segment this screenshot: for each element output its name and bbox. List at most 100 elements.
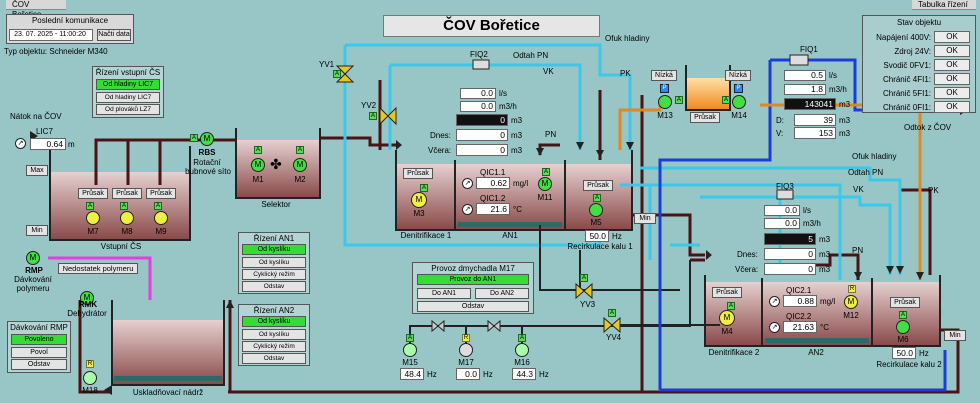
- an1-stop-button[interactable]: Odstav: [242, 281, 306, 292]
- fiq2-rate-unit: l/s: [499, 89, 507, 98]
- valve-yv4[interactable]: [603, 316, 621, 334]
- pump-icon-m8[interactable]: [120, 211, 134, 225]
- fiq1-rate2-unit: m3/h: [829, 85, 847, 94]
- an2-stop-button[interactable]: Odstav: [242, 353, 306, 364]
- pump-icon-m7[interactable]: [86, 211, 100, 225]
- an1-control-active: Od kyslíku: [242, 244, 306, 255]
- status-label-power: Napájení 400V:: [876, 33, 931, 42]
- pump-m5-icon[interactable]: [589, 203, 603, 217]
- ack-m1: A: [254, 146, 262, 154]
- an1-control-panel: Řízení AN1 Od kyslíku Od kyslíku Cyklick…: [238, 232, 310, 294]
- inflow-label: Nátok na ČOV: [10, 112, 62, 121]
- status-label-0fi1: Chránič 0FI1:: [882, 103, 931, 112]
- selector-label-m2: M2: [294, 175, 306, 184]
- recirc1-label: Recirkulace kalu 1: [567, 242, 633, 251]
- fiq3-rate-unit: l/s: [803, 206, 811, 215]
- qic22-unit: °C: [820, 323, 829, 332]
- dosing-stop-button[interactable]: Odstav: [11, 359, 67, 370]
- mixer-m3-icon[interactable]: M: [411, 192, 427, 208]
- fiq1-name: FIQ1: [800, 45, 818, 54]
- top-tab-main[interactable]: ČOV Bořetice: [6, 0, 66, 19]
- qic12-gauge-icon: ↗: [462, 204, 473, 215]
- aerator-m12-icon[interactable]: M: [844, 295, 858, 309]
- fiq3-meter: [776, 189, 794, 200]
- vk-1-label: VK: [543, 67, 554, 76]
- dosing-panel: Dávkování RMP Povoleno Povol Odstav: [7, 321, 71, 373]
- fiq1-v: 153: [794, 127, 836, 139]
- qic11-value: 0.62: [476, 177, 510, 189]
- control-inlet-level-button[interactable]: Od hladiny LIC7: [96, 92, 160, 103]
- top-tab-control-table[interactable]: Tabulka řízení: [912, 0, 976, 10]
- fiq1-total-unit: m3: [839, 100, 851, 109]
- rmp-motor-icon[interactable]: M: [26, 251, 40, 265]
- line2-tank: [704, 275, 941, 347]
- ack-m11: A: [542, 168, 550, 176]
- an1-cyclic-button[interactable]: Cyklický režim: [242, 269, 306, 280]
- pump-m6-icon[interactable]: [896, 320, 910, 334]
- pk-1-label: PK: [620, 69, 631, 78]
- polymer-alarm: Nedostatek polymeru: [58, 263, 138, 274]
- rbs-motor-icon[interactable]: M: [200, 132, 214, 146]
- blower-stop-button[interactable]: Odstav: [417, 301, 529, 312]
- blower-to-an2-button[interactable]: Do AN2: [475, 288, 529, 299]
- line1-min-indicator: Min: [634, 213, 656, 224]
- qic21-value: 0.88: [783, 295, 817, 307]
- status-panel: Stav objektu Napájení 400V: OK Zdroj 24V…: [862, 15, 976, 113]
- blower-icon-m15[interactable]: [403, 343, 417, 357]
- rmk-motor-icon[interactable]: M: [80, 291, 94, 305]
- vk-2-label: VK: [853, 185, 864, 194]
- line2-yesterday-label: Včera:: [735, 265, 759, 274]
- pump-icon-m9[interactable]: [154, 211, 168, 225]
- blower-freq-m15: 48.4: [400, 368, 424, 380]
- aerator-m11-icon[interactable]: M: [538, 177, 552, 191]
- pump-icon-m18[interactable]: [83, 371, 97, 385]
- qic22-name: QIC2.2: [786, 312, 812, 321]
- status-label-svodic: Svodič 0FV1:: [883, 61, 931, 70]
- an2-control-panel: Řízení AN2 Od kyslíku Od kyslíku Cyklick…: [238, 304, 310, 366]
- blower-icon-m17[interactable]: [459, 343, 473, 357]
- odtah-pn-2-label: Odtah PN: [848, 168, 884, 177]
- ack-m14: A: [722, 96, 730, 104]
- mixer-m4-icon[interactable]: M: [719, 310, 735, 326]
- air-valves[interactable]: [431, 319, 501, 333]
- line2-today-unit: m3: [819, 250, 831, 259]
- selector-motor-m1[interactable]: M: [251, 158, 265, 172]
- outflow-pipes: [658, 58, 965, 392]
- gauge-icon: ↗: [15, 138, 26, 149]
- blower-to-an1-button[interactable]: Do AN1: [417, 288, 471, 299]
- dosing-enable-button[interactable]: Povol: [11, 347, 67, 358]
- storage-label: Uskladňovací nádrž: [132, 388, 204, 397]
- qic21-gauge-icon: ↗: [769, 296, 780, 307]
- control-inlet-float-button[interactable]: Od plováků LZ7: [96, 104, 160, 115]
- an2-cyclic-button[interactable]: Cyklický režim: [242, 341, 306, 352]
- fiq2-total-unit: m3: [511, 116, 523, 125]
- storage-aerator-bar: [114, 376, 222, 381]
- valve-yv3[interactable]: [575, 282, 593, 300]
- line2-min-indicator: Min: [944, 330, 966, 341]
- valve-yv1[interactable]: [335, 65, 355, 83]
- fiq3-total: 5: [764, 233, 816, 245]
- valve-yv2[interactable]: [379, 106, 397, 126]
- pump-m14-icon[interactable]: [732, 95, 746, 109]
- blower-icon-m16[interactable]: [515, 343, 529, 357]
- load-data-button[interactable]: Načti data: [97, 29, 131, 41]
- pump-label-m8: M8: [121, 227, 133, 236]
- recirc2-label: Recirkulace kalu 2: [876, 360, 942, 369]
- mixer-m4-label: M4: [721, 327, 733, 336]
- fiq2-meter: [472, 59, 490, 70]
- status-value-0fi1: OK: [934, 101, 970, 113]
- an1-oxygen-button[interactable]: Od kyslíku: [242, 257, 306, 268]
- pump-m13-icon[interactable]: [658, 95, 672, 109]
- blower-name-m16: M16: [514, 358, 530, 367]
- pump-m14-label: M14: [731, 111, 747, 120]
- m5-freq-unit: Hz: [612, 232, 622, 241]
- an2-oxygen-button[interactable]: Od kyslíku: [242, 329, 306, 340]
- m5-freq: 50.0: [585, 230, 609, 242]
- ack-rbs: A: [190, 134, 198, 142]
- selector-motor-m2[interactable]: M: [293, 158, 307, 172]
- fiq3-rate2: 0.0: [764, 218, 800, 229]
- rbs-desc1: Rotační: [193, 158, 221, 167]
- mixer-m3-label: M3: [413, 209, 425, 218]
